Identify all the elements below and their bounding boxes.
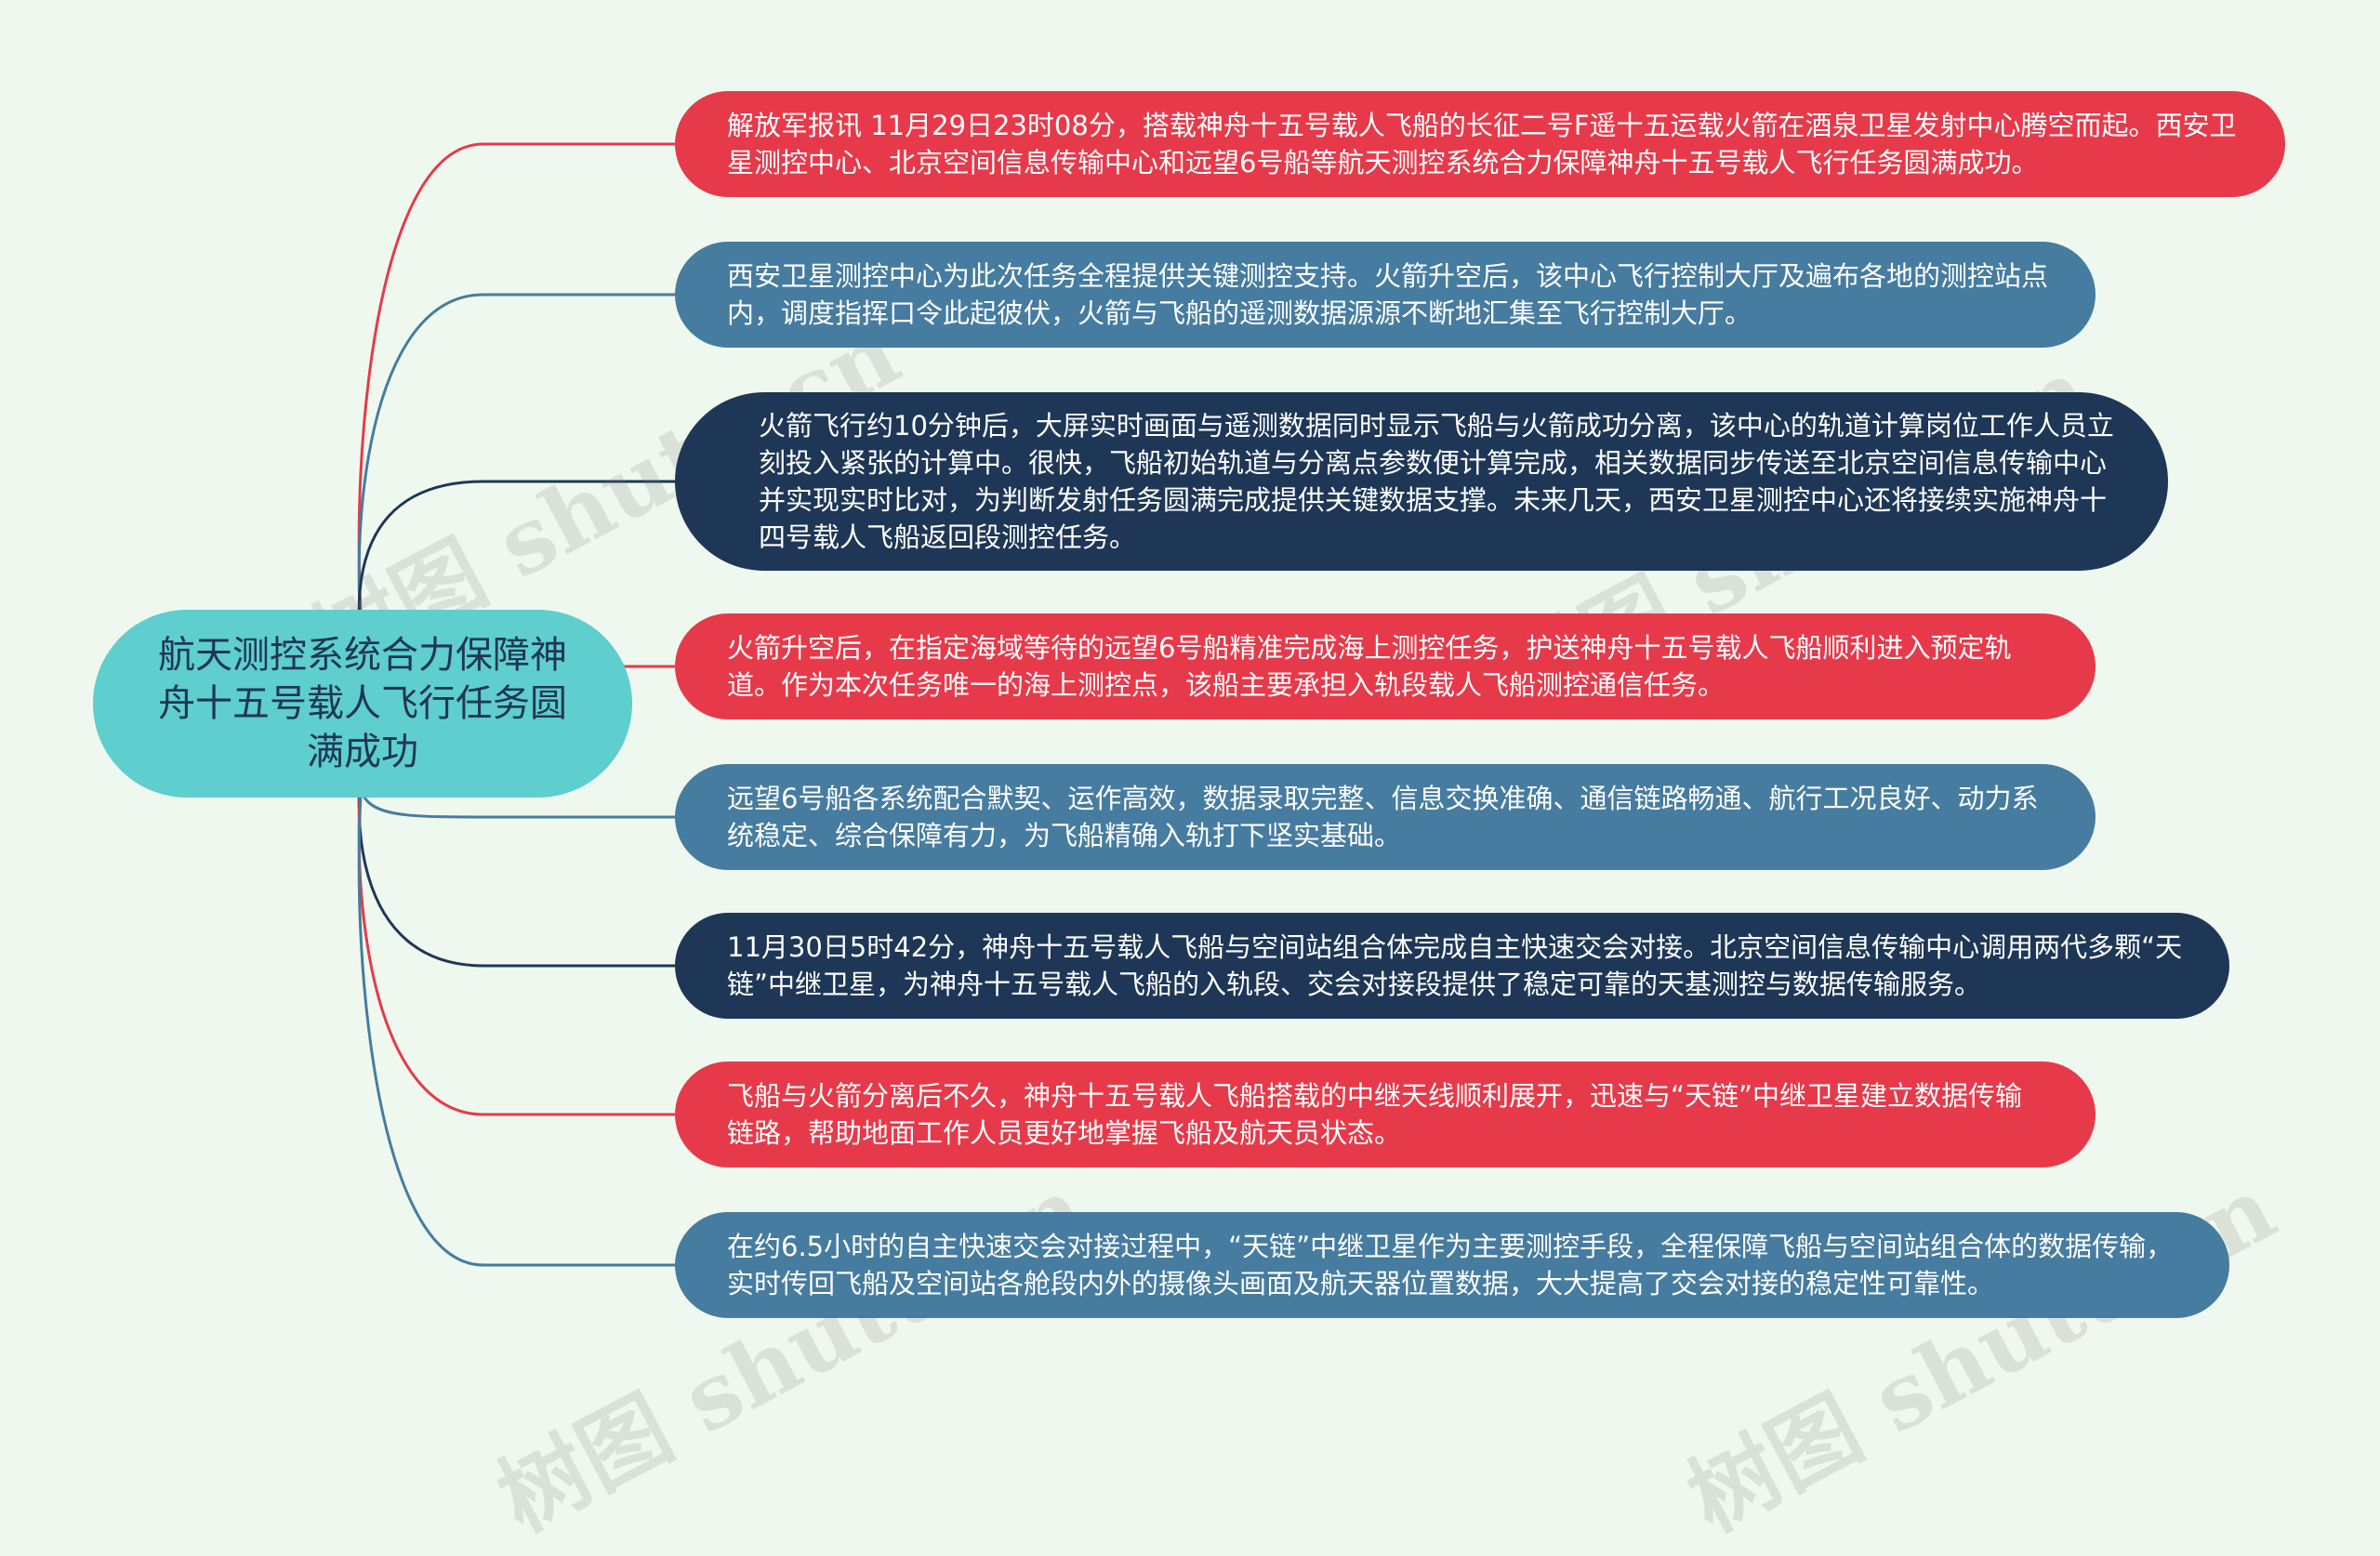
mind-map-canvas: 树图 shutu.cn 树图 shutu.cn 树图 shutu.cn 树图 s… [93,91,2291,1552]
branch-node-text: 解放军报讯 11月29日23时08分，搭载神舟十五号载人飞船的长征二号F遥十五运… [727,110,2237,178]
branch-node-text: 在约6.5小时的自主快速交会对接过程中，“天链”中继卫星作为主要测控手段，全程保… [727,1231,2174,1299]
branch-node-text: 远望6号船各系统配合默契、运作高效，数据录取完整、信息交换准确、通信链路畅通、航… [727,783,2039,851]
branch-node-text: 11月30日5时42分，神舟十五号载人飞船与空间站组合体完成自主快速交会对接。北… [727,931,2183,1000]
branch-node[interactable]: 火箭飞行约10分钟后，大屏实时画面与遥测数据同时显示飞船与火箭成功分离，该中心的… [675,392,2168,571]
branch-node[interactable]: 火箭升空后，在指定海域等待的远望6号船精准完成海上测控任务，护送神舟十五号载人飞… [675,613,2096,719]
central-topic[interactable]: 航天测控系统合力保障神舟十五号载人飞行任务圆满成功 [93,610,632,798]
branch-node-text: 西安卫星测控中心为此次任务全程提供关键测控支持。火箭升空后，该中心飞行控制大厅及… [727,260,2049,329]
branch-node-text: 飞船与火箭分离后不久，神舟十五号载人飞船搭载的中继天线顺利展开，迅速与“天链”中… [727,1080,2023,1149]
branch-node-text: 火箭飞行约10分钟后，大屏实时画面与遥测数据同时显示飞船与火箭成功分离，该中心的… [759,410,2114,553]
branch-node[interactable]: 远望6号船各系统配合默契、运作高效，数据录取完整、信息交换准确、通信链路畅通、航… [675,764,2096,870]
central-topic-label: 航天测控系统合力保障神舟十五号载人飞行任务圆满成功 [158,634,567,773]
branch-node[interactable]: 飞船与火箭分离后不久，神舟十五号载人飞船搭载的中继天线顺利展开，迅速与“天链”中… [675,1062,2096,1167]
branch-node[interactable]: 在约6.5小时的自主快速交会对接过程中，“天链”中继卫星作为主要测控手段，全程保… [675,1212,2229,1318]
branch-node[interactable]: 解放军报讯 11月29日23时08分，搭载神舟十五号载人飞船的长征二号F遥十五运… [675,91,2285,197]
branch-node[interactable]: 11月30日5时42分，神舟十五号载人飞船与空间站组合体完成自主快速交会对接。北… [675,913,2229,1019]
branch-node-text: 火箭升空后，在指定海域等待的远望6号船精准完成海上测控任务，护送神舟十五号载人飞… [727,632,2012,701]
branch-node[interactable]: 西安卫星测控中心为此次任务全程提供关键测控支持。火箭升空后，该中心飞行控制大厅及… [675,242,2096,348]
